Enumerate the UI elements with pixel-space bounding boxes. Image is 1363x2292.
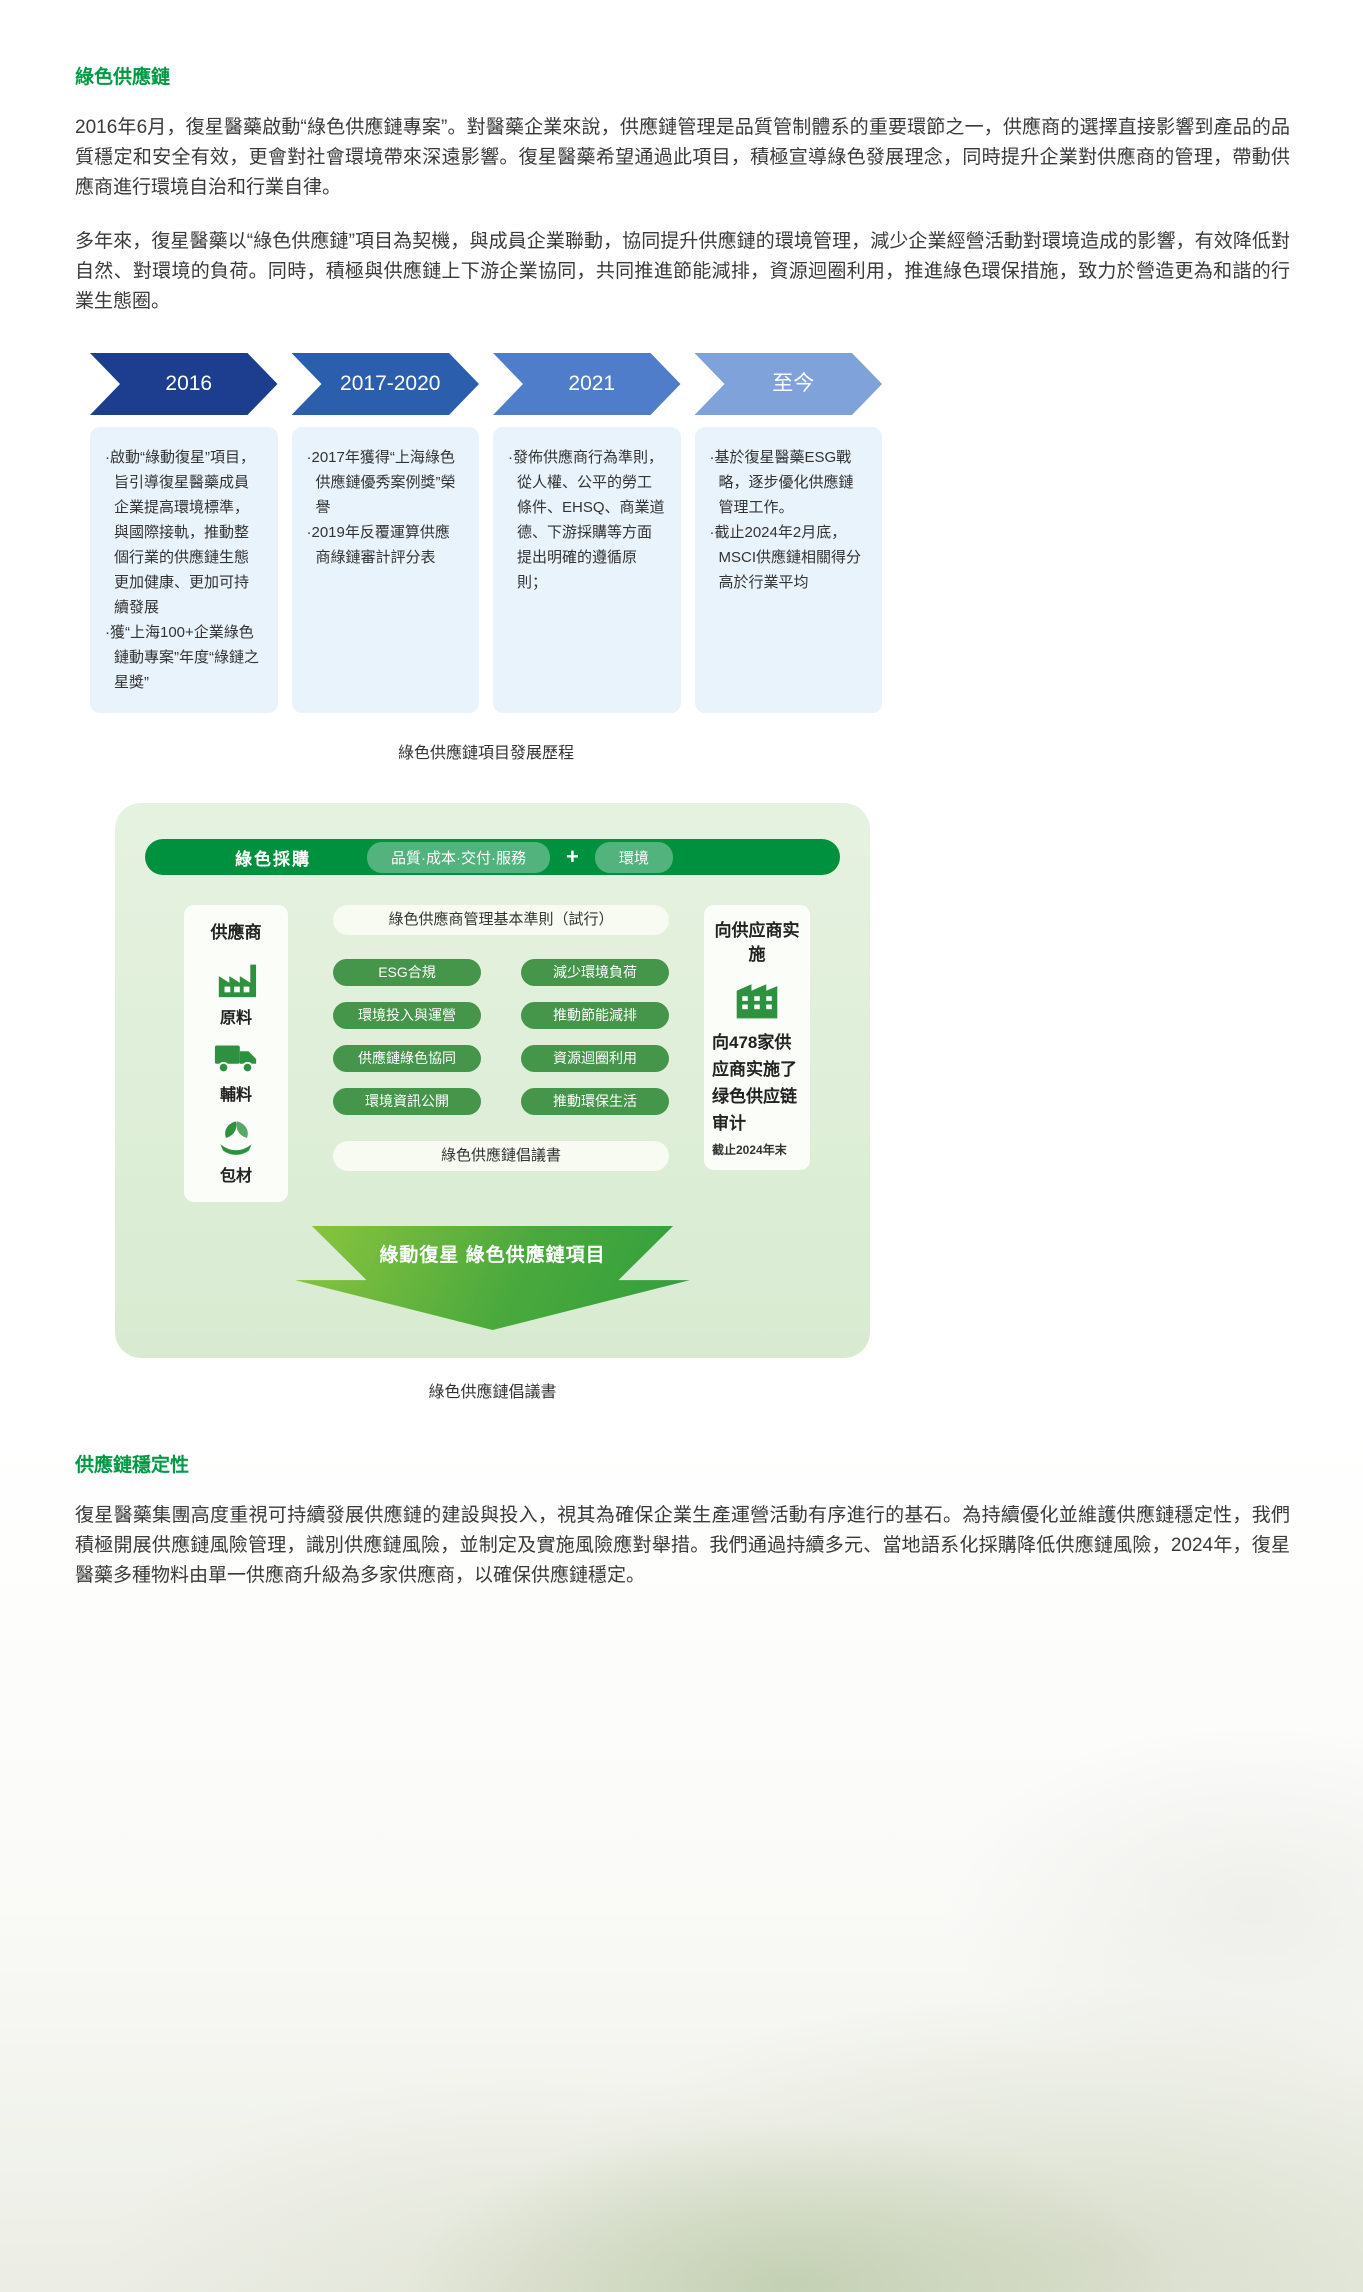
- principles-pill-grid: ESG合規 減少環境負荷 環境投入與運營 推動節能減排 供應鏈綠色協同 資源迴圈…: [333, 959, 669, 1115]
- principles-title-bar: 綠色供應商管理基本準則（試行）: [333, 905, 669, 935]
- timeline-box-now: ·基於復星醫藥ESG戰略，逐步優化供應鏈管理工作。 ·截止2024年2月底，MS…: [694, 427, 882, 713]
- qcds-pill: 品質·成本·交付·服務: [367, 841, 550, 873]
- plus-icon: +: [566, 844, 579, 869]
- timeline-box-2017-2020: ·2017年獲得“上海綠色供應鏈優秀案例獎”榮譽 ·2019年反覆運算供應商綠鏈…: [291, 427, 479, 713]
- initiative-bar: 綠色供應鏈倡議書: [333, 1141, 669, 1171]
- timeline-box-2021: ·發佈供應商行為準則，從人權、公平的勞工條件、EHSQ、商業道德、下游採購等方面…: [493, 427, 681, 713]
- principle-pill: 供應鏈綠色協同: [333, 1045, 481, 1072]
- supplier-card-title: 供應商: [210, 923, 262, 942]
- diagram-body: 供應商 原料: [145, 905, 840, 1202]
- timeline: 2016 2017-2020 2021 至今 ·啟動“綠動復星”項目，旨引導復星…: [90, 353, 882, 763]
- supplier-item-label: 包材: [219, 1168, 252, 1185]
- supplier-item-label: 輔料: [219, 1087, 252, 1104]
- timeline-bullet: ·2019年反覆運算供應商綠鏈審計評分表: [306, 524, 450, 566]
- implementation-note: 截止2024年末: [712, 1143, 787, 1157]
- principle-pill: 推動節能減排: [521, 1002, 669, 1029]
- green-supply-chain-paragraph-2: 多年來，復星醫藥以“綠色供應鏈”項目為契機，與成員企業聯動，協同提升供應鏈的環境…: [75, 231, 1290, 312]
- green-procurement-title: 綠色採購: [235, 849, 311, 869]
- supplier-card: 供應商 原料: [184, 905, 288, 1202]
- building-icon: [712, 977, 802, 1021]
- principle-pill: 減少環境負荷: [521, 959, 669, 986]
- timeline-arrow-row: 2016 2017-2020 2021 至今: [90, 353, 882, 415]
- section-title-supply-chain-stability: 供應鏈穩定性: [75, 1455, 190, 1476]
- supplier-item-label: 原料: [219, 1010, 252, 1027]
- stability-paragraph: 復星醫藥集團高度重視可持續發展供應鏈的建設與投入，視其為確保企業生產運營活動有序…: [75, 1505, 1290, 1586]
- timeline-arrow-2017-2020: 2017-2020: [292, 353, 480, 415]
- timeline-bullet: ·基於復星醫藥ESG戰略，逐步優化供應鏈管理工作。: [709, 449, 854, 516]
- project-arrow-wrap: 綠動復星 綠色供應鏈項目: [145, 1226, 840, 1330]
- green-procurement-header-bar: 綠色採購 品質·成本·交付·服務 + 環境: [145, 839, 840, 875]
- implementation-stat-text: 向478家供应商实施了绿色供应链审计: [712, 1033, 797, 1133]
- timeline-box-row: ·啟動“綠動復星”項目，旨引導復星醫藥成員企業提高環境標準，與國際接軌，推動整個…: [90, 427, 882, 713]
- principle-pill: 資源迴圈利用: [521, 1045, 669, 1072]
- truck-icon: [190, 1040, 282, 1076]
- principles-column: 綠色供應商管理基本準則（試行） ESG合規 減少環境負荷 環境投入與運營 推動節…: [333, 905, 669, 1171]
- principle-pill: ESG合規: [333, 959, 481, 986]
- supplier-item-packaging-material: 包材: [190, 1117, 282, 1186]
- factory-icon: [190, 957, 282, 999]
- environment-pill: 環境: [594, 841, 673, 873]
- green-procurement-diagram: 綠色採購 品質·成本·交付·服務 + 環境 供應商: [115, 803, 870, 1402]
- implementation-title: 向供应商实施: [714, 921, 800, 964]
- supplier-item-raw-material: 原料: [190, 957, 282, 1028]
- timeline-bullet: ·截止2024年2月底，MSCI供應鏈相關得分高於行業平均: [709, 524, 862, 591]
- implementation-card: 向供应商实施 向478家供应商实施了绿色供应链审计 截: [704, 905, 810, 1170]
- principle-pill: 推動環保生活: [521, 1088, 669, 1115]
- principle-pill: 環境投入與運營: [333, 1002, 481, 1029]
- green-procurement-card: 綠色採購 品質·成本·交付·服務 + 環境 供應商: [115, 803, 870, 1358]
- green-supply-chain-paragraph-1: 2016年6月，復星醫藥啟動“綠色供應鏈專案”。對醫藥企業來說，供應鏈管理是品質…: [75, 117, 1290, 198]
- diagram-caption: 綠色供應鏈倡議書: [428, 1384, 557, 1401]
- timeline-arrow-now: 至今: [695, 353, 883, 415]
- timeline-box-2016: ·啟動“綠動復星”項目，旨引導復星醫藥成員企業提高環境標準，與國際接軌，推動整個…: [90, 427, 278, 713]
- timeline-bullet: ·獲“上海100+企業綠色鏈動專案”年度“綠鏈之星獎”: [105, 624, 259, 691]
- supplier-item-auxiliary-material: 輔料: [190, 1040, 282, 1105]
- down-arrow-banner: 綠動復星 綠色供應鏈項目: [295, 1226, 690, 1330]
- leaf-hands-icon: [190, 1117, 282, 1157]
- timeline-arrow-2016: 2016: [90, 353, 278, 415]
- timeline-bullet: ·啟動“綠動復星”項目，旨引導復星醫藥成員企業提高環境標準，與國際接軌，推動整個…: [105, 449, 255, 616]
- timeline-bullet: ·發佈供應商行為準則，從人權、公平的勞工條件、EHSQ、商業道德、下游採購等方面…: [508, 449, 665, 591]
- section-title-green-supply-chain: 綠色供應鏈: [75, 67, 171, 88]
- timeline-caption: 綠色供應鏈項目發展歷程: [397, 745, 574, 762]
- report-page: 綠色供應鏈 2016年6月，復星醫藥啟動“綠色供應鏈專案”。對醫藥企業來說，供應…: [0, 62, 1363, 1591]
- timeline-arrow-2021: 2021: [493, 353, 681, 415]
- principle-pill: 環境資訊公開: [333, 1088, 481, 1115]
- timeline-bullet: ·2017年獲得“上海綠色供應鏈優秀案例獎”榮譽: [306, 449, 456, 516]
